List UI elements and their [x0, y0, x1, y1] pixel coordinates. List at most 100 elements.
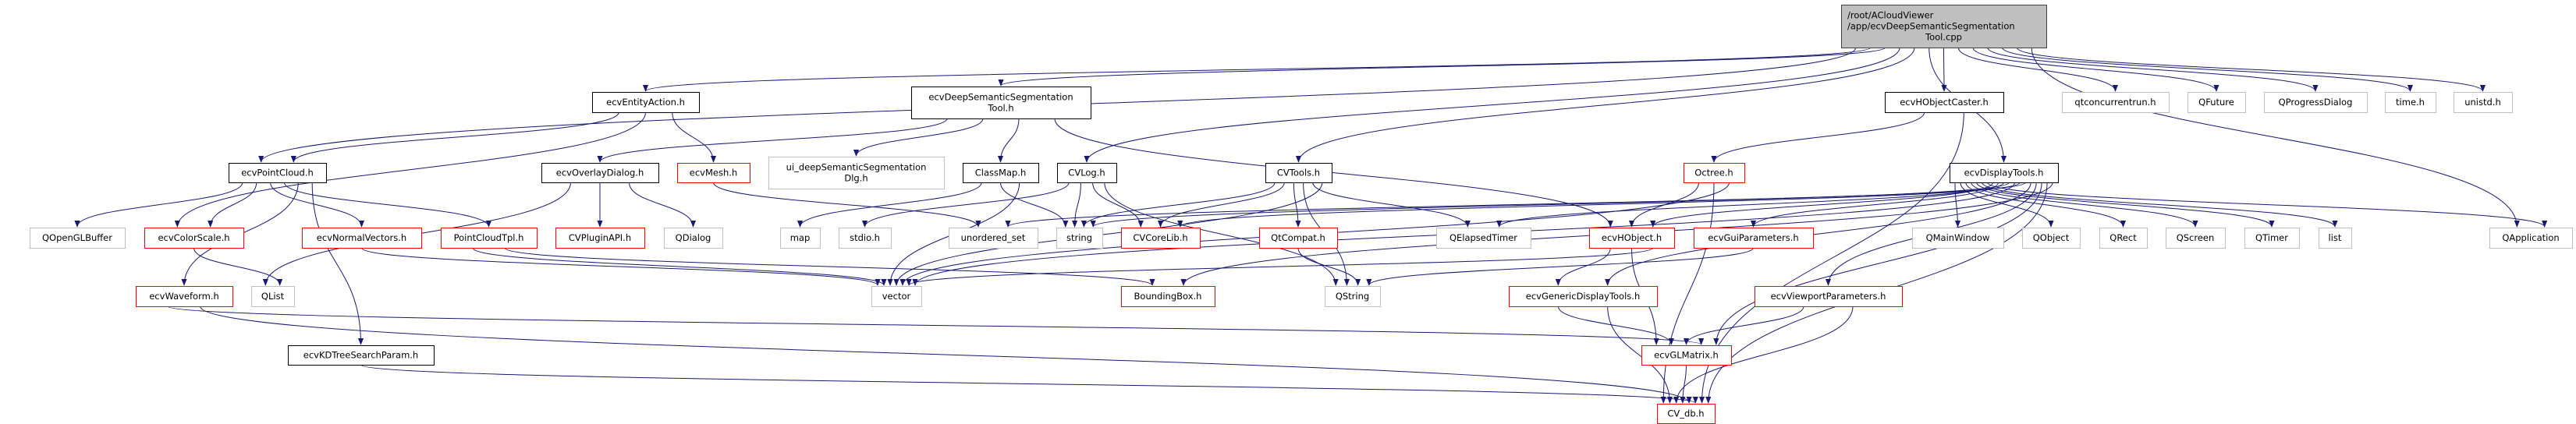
- node-label: PointCloudTpl.h: [454, 232, 524, 243]
- node-label: stdio.h: [850, 232, 880, 243]
- node-corelib[interactable]: CVCoreLib.h: [1121, 228, 1201, 249]
- edge-glmatrix-to-cvdb: [1680, 364, 1687, 404]
- node-pluginapi[interactable]: CVPluginAPI.h: [555, 228, 645, 249]
- node-box: [1259, 228, 1338, 249]
- node-qfuture: QFuture: [2187, 92, 2246, 113]
- node-mesh[interactable]: ecvMesh.h: [677, 163, 750, 183]
- node-label: ecvWaveform.h: [149, 291, 219, 302]
- node-qelapsed: QElapsedTimer: [1436, 228, 1531, 249]
- edge-gendisplay-to-glmatrix: [1557, 306, 1674, 345]
- node-label: QApplication: [2502, 232, 2559, 243]
- node-pointcloud[interactable]: ecvPointCloud.h: [229, 163, 327, 183]
- node-normalvectors[interactable]: ecvNormalVectors.h: [302, 228, 422, 249]
- node-qlist: QList: [251, 286, 295, 307]
- node-bbox[interactable]: BoundingBox.h: [1121, 286, 1215, 307]
- node-qtconc: qtconcurrentrun.h: [2062, 92, 2170, 113]
- node-label: ecvHObject.h: [1602, 232, 1662, 243]
- node-root: /root/ACloudViewer/app/ecvDeepSemanticSe…: [1841, 5, 2047, 48]
- node-cvtools[interactable]: CVTools.h: [1265, 163, 1332, 183]
- edge-displaytools-to-uset: [1005, 182, 2026, 228]
- node-label: Dlg.h: [844, 173, 868, 184]
- edge-cvlog-to-stdio: [861, 182, 1070, 228]
- edge-colorscale-to-qlist: [193, 247, 283, 286]
- node-box: [839, 228, 892, 249]
- node-label: QString: [1336, 291, 1369, 302]
- edge-hobjcaster-to-octree: [1711, 111, 1925, 163]
- node-overlay[interactable]: ecvOverlayDialog.h: [541, 163, 659, 183]
- node-displaytools[interactable]: ecvDisplayTools.h: [1950, 163, 2059, 183]
- node-qtimer: QTimer: [2244, 228, 2300, 249]
- node-label: BoundingBox.h: [1134, 291, 1202, 302]
- node-octree[interactable]: Octree.h: [1684, 163, 1745, 183]
- node-box: [911, 87, 1091, 119]
- node-label: QDialog: [676, 232, 711, 243]
- node-box: [302, 228, 422, 249]
- node-classmap[interactable]: ClassMap.h: [963, 163, 1039, 183]
- node-unistd: unistd.h: [2454, 92, 2513, 113]
- node-label: ecvGLMatrix.h: [1654, 350, 1719, 361]
- edge-pointcloud-to-kdtree: [311, 182, 364, 345]
- node-map: map: [780, 228, 821, 249]
- edge-cvlog-to-corelib: [1092, 182, 1144, 228]
- node-qmainwindow: QMainWindow: [1912, 228, 2004, 249]
- node-pctpl[interactable]: PointCloudTpl.h: [441, 228, 538, 249]
- edge-root-to-qapplication: [2031, 47, 2520, 228]
- edge-waveform-to-glmatrix: [167, 306, 1704, 345]
- node-cvlog[interactable]: CVLog.h: [1057, 163, 1117, 183]
- edge-pointcloud-to-colorscale: [208, 182, 257, 228]
- node-box: [1057, 163, 1117, 183]
- node-box: [2062, 92, 2170, 113]
- nodes-layer: /root/ACloudViewer/app/ecvDeepSemanticSe…: [30, 5, 2573, 424]
- node-label: vector: [882, 291, 911, 302]
- node-label: QList: [261, 291, 285, 302]
- node-label: CVCoreLib.h: [1133, 232, 1187, 243]
- node-label: CVTools.h: [1277, 168, 1320, 178]
- node-label: string: [1066, 232, 1092, 243]
- node-label: ecvDisplayTools.h: [1964, 168, 2044, 178]
- edge-cvtools-to-qtcompat: [1293, 182, 1301, 228]
- edge-displaytools-to-qapplication: [1987, 182, 2548, 228]
- node-kdtree[interactable]: ecvKDTreeSearchParam.h: [288, 345, 435, 366]
- node-label: QScreen: [2177, 232, 2215, 243]
- edge-entityaction-to-pointcloud: [290, 111, 619, 163]
- node-box: [2385, 92, 2436, 113]
- node-hobject[interactable]: ecvHObject.h: [1589, 228, 1675, 249]
- node-label: QTimer: [2255, 232, 2288, 243]
- node-qtcompat[interactable]: QtCompat.h: [1259, 228, 1338, 249]
- node-guiparams[interactable]: ecvGuiParameters.h: [1694, 228, 1814, 249]
- node-box: [871, 286, 922, 307]
- node-label: /app/ecvDeepSemanticSegmentation: [1847, 21, 2015, 32]
- node-box: [1265, 163, 1332, 183]
- edge-cvtools-to-corelib: [1157, 182, 1285, 228]
- node-qscreen: QScreen: [2166, 228, 2226, 249]
- node-label: ecvDeepSemanticSegmentation: [928, 92, 1073, 103]
- node-label: QObject: [2033, 232, 2070, 243]
- node-qopenglbuffer: QOpenGLBuffer: [30, 228, 126, 249]
- node-waveform[interactable]: ecvWaveform.h: [136, 286, 233, 307]
- edge-displaytools-to-corelib: [1177, 182, 2021, 228]
- node-label: ecvKDTreeSearchParam.h: [303, 350, 418, 361]
- node-hobjcaster[interactable]: ecvHObjectCaster.h: [1885, 92, 2004, 113]
- node-label: Tool.h: [987, 103, 1013, 114]
- node-gendisplay[interactable]: ecvGenericDisplayTools.h: [1509, 286, 1658, 307]
- node-box: [144, 228, 244, 249]
- edge-displaytools-to-qtimer: [1976, 182, 2275, 228]
- node-viewport[interactable]: ecvViewportParameters.h: [1755, 286, 1903, 307]
- edge-root-to-entityaction: [643, 47, 1872, 92]
- edge-cvlog-to-string: [1072, 182, 1081, 228]
- edge-root-to-hobjcaster: [1941, 47, 1947, 92]
- edge-pointcloud-to-qopenglbuffer: [74, 182, 243, 228]
- node-box: [768, 157, 945, 189]
- node-label: ecvGuiParameters.h: [1708, 232, 1798, 243]
- edge-mesh-to-uset: [713, 182, 981, 228]
- node-box: [441, 228, 538, 249]
- edge-cvtools-to-string: [1080, 182, 1276, 228]
- node-colorscale[interactable]: ecvColorScale.h: [144, 228, 244, 249]
- edge-root-to-cvlog: [1084, 47, 1900, 163]
- node-cvdb[interactable]: CV_db.h: [1657, 404, 1716, 424]
- node-qdialog: QDialog: [664, 228, 723, 249]
- node-box: [2022, 228, 2081, 249]
- node-entityaction[interactable]: ecvEntityAction.h: [592, 92, 700, 113]
- node-glmatrix[interactable]: ecvGLMatrix.h: [1641, 345, 1732, 366]
